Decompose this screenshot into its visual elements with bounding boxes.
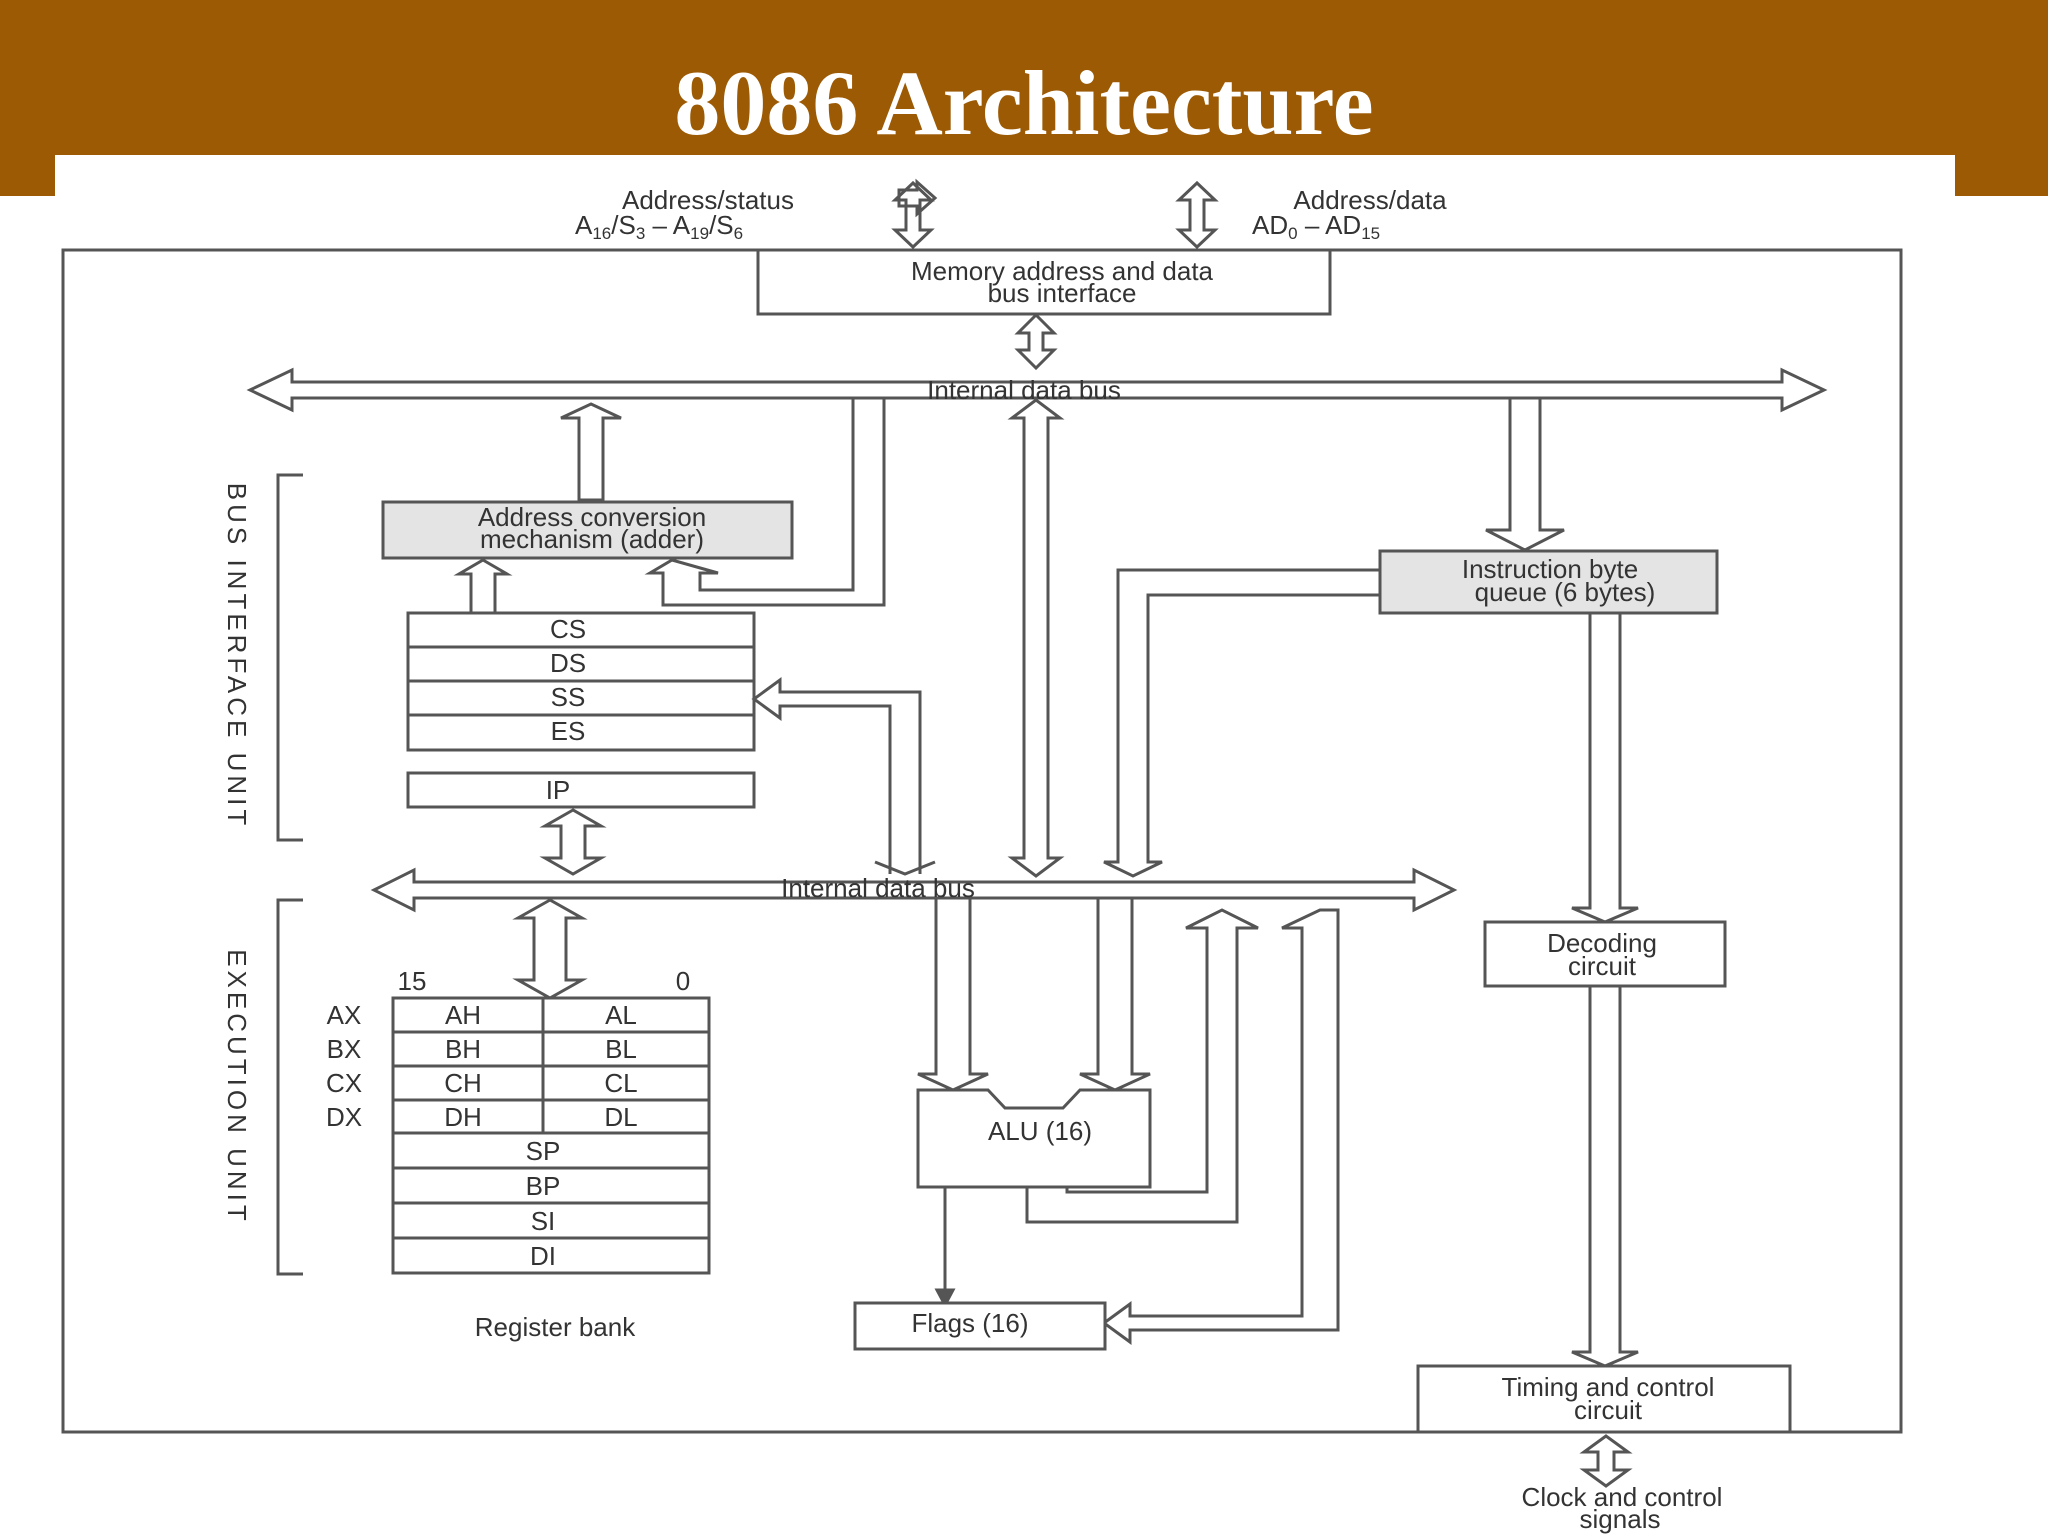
flags-label: Flags (16) <box>911 1308 1028 1338</box>
register-bp: BP <box>526 1171 561 1201</box>
adder-label-2: mechanism (adder) <box>480 524 704 554</box>
register-dx: DX <box>326 1102 362 1132</box>
register-cl: CL <box>604 1068 637 1098</box>
decoding-label-2: circuit <box>1568 951 1637 981</box>
architecture-diagram: Address/status A16/S3 – A19/S6 Address/d… <box>61 178 1903 1534</box>
address-status-label: Address/status <box>622 185 794 215</box>
register-dl: DL <box>604 1102 637 1132</box>
lower-bus-label: Internal data bus <box>781 873 975 903</box>
flags-box <box>853 1301 1107 1351</box>
address-status-signals: A16/S3 – A19/S6 <box>575 210 743 243</box>
ip-bus-connector <box>539 808 607 876</box>
clock-signals-connector <box>1579 1434 1633 1488</box>
memory-bus-connector <box>1014 312 1058 371</box>
memory-interface-box <box>756 248 1332 316</box>
bus-interface-unit-label: BUS INTERFACE UNIT <box>222 483 252 829</box>
timing-label-2: circuit <box>1574 1395 1643 1425</box>
register-ch: CH <box>444 1068 482 1098</box>
segment-es: ES <box>551 716 586 746</box>
address-status-bus <box>891 180 935 250</box>
diagram-panel: Address/status A16/S3 – A19/S6 Address/d… <box>55 155 1955 1536</box>
memory-interface-label-2: bus interface <box>988 278 1137 308</box>
address-data-signals: AD0 – AD15 <box>1252 210 1380 243</box>
ip-label: IP <box>546 775 571 805</box>
upper-internal-data-bus <box>246 367 1828 413</box>
register-si: SI <box>531 1206 556 1236</box>
register-bh: BH <box>445 1034 481 1064</box>
alu-label: ALU (16) <box>988 1116 1092 1146</box>
decoding-label-1: Decoding <box>1547 928 1657 958</box>
address-conversion-box <box>381 500 794 560</box>
bus-to-flags-path <box>1101 908 1340 1345</box>
timing-control-box <box>1416 1364 1792 1434</box>
instruction-queue-box <box>1378 549 1719 615</box>
slide-title: 8086 Architecture <box>674 52 1374 154</box>
execution-unit-bracket <box>276 898 303 1276</box>
bit-15-label: 15 <box>398 966 427 996</box>
register-al: AL <box>605 1000 637 1030</box>
lower-internal-data-bus <box>370 867 1458 913</box>
bit-0-label: 0 <box>676 966 690 996</box>
bus-to-segment-path <box>751 677 922 874</box>
register-di: DI <box>530 1241 556 1271</box>
queue-label-2: queue (6 bytes) <box>1475 577 1656 607</box>
bus-to-segment-tip <box>874 860 936 876</box>
register-bl: BL <box>605 1034 637 1064</box>
register-ax: AX <box>327 1000 362 1030</box>
clock-label-1: Clock and control <box>1522 1482 1723 1512</box>
register-bank-caption: Register bank <box>475 1312 636 1342</box>
central-bus-connector <box>1007 398 1065 878</box>
adder-to-bus-arrow <box>560 402 622 502</box>
decoding-circuit-box <box>1483 920 1727 988</box>
cpu-outline <box>61 248 1903 1434</box>
register-bank-grid <box>391 996 711 1275</box>
queue-to-bus-path <box>1103 568 1380 878</box>
segment-ss: SS <box>551 682 586 712</box>
alu-to-bus-path <box>1025 908 1259 1224</box>
clock-label-2: signals <box>1580 1504 1661 1534</box>
register-sp: SP <box>526 1136 561 1166</box>
address-data-label: Address/data <box>1293 185 1447 215</box>
bus-interface-bracket <box>276 473 303 842</box>
queue-label-1: Instruction byte <box>1462 554 1638 584</box>
register-ah: AH <box>445 1000 481 1030</box>
segment-ds: DS <box>550 648 586 678</box>
alu-box <box>916 1088 1152 1189</box>
alu-to-flags-head <box>934 1288 956 1309</box>
register-bx: BX <box>327 1034 362 1064</box>
register-cx: CX <box>326 1068 362 1098</box>
timing-label-1: Timing and control <box>1502 1372 1715 1402</box>
address-data-bus <box>1175 180 1219 250</box>
adder-label-1: Address conversion <box>478 502 706 532</box>
memory-interface-label-1: Memory address and data <box>911 256 1214 286</box>
bus-to-adder-path <box>644 398 886 607</box>
register-dh: DH <box>444 1102 482 1132</box>
segment-cs: CS <box>550 614 586 644</box>
upper-bus-label: Internal data bus <box>927 375 1121 405</box>
execution-unit-label: EXECUTION UNIT <box>222 949 252 1225</box>
ip-register <box>406 771 756 809</box>
